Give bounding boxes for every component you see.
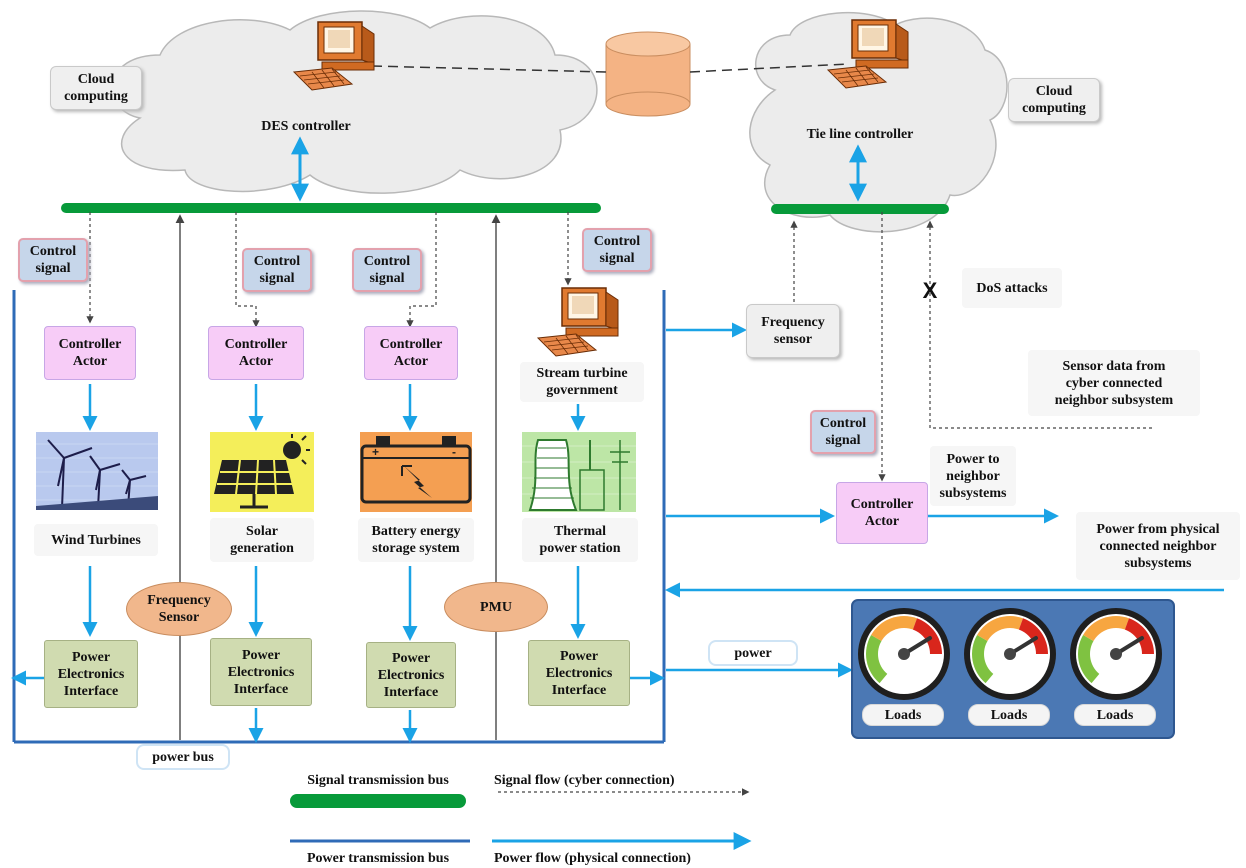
cloud-computing-label: Cloud computing [50,66,142,110]
pei-solar: Power Electronics Interface [210,638,312,706]
control-signal-badge: Control signal [18,238,88,282]
control-signal-badge: Control signal [810,410,876,454]
legend-power-bus-label: Power transmission bus [306,850,450,866]
legend-signal-flow-label: Signal flow (cyber connection) [494,772,675,788]
controller-actor-battery: Controller Actor [364,326,458,380]
cloud-right-shape [749,11,1008,233]
cloud-left-shape [111,10,598,194]
solar-generation-label: Solar generation [210,518,314,562]
thermal-station-label: Thermal power station [522,518,638,562]
computer-icon [537,287,619,357]
thermal-plant-image [522,432,636,512]
svg-text:-: - [452,445,456,459]
load-gauges [858,608,1162,700]
power-label: power [708,640,798,666]
battery-image: + - [360,432,472,512]
legend-signal-bus-swatch [290,794,466,808]
load-label: Loads [862,704,944,726]
power-from-neighbor-label: Power from physical connected neighbor s… [1076,512,1240,580]
controller-actor-wind: Controller Actor [44,326,136,380]
control-signal-badge: Control signal [352,248,422,292]
load-gauge-icon [1070,608,1162,700]
tie-line-controller-label: Tie line controller [806,126,914,142]
sensor-data-neighbor-label: Sensor data from cyber connected neighbo… [1028,350,1200,416]
load-label: Loads [968,704,1050,726]
stream-turbine-label: Stream turbine government [520,362,644,402]
svg-text:+: + [372,445,379,459]
pei-battery: Power Electronics Interface [366,642,456,708]
database-icon [605,31,691,117]
pmu-ellipse: PMU [444,582,548,632]
wind-turbine-image [36,432,158,510]
control-signal-badge: Control signal [582,228,652,272]
frequency-sensor-ellipse: Frequency Sensor [126,582,232,636]
dos-mark: X [922,277,938,303]
controller-actor-solar: Controller Actor [208,326,304,380]
controller-actor-neighbor: Controller Actor [836,482,928,544]
des-controller-label: DES controller [261,118,351,134]
pei-wind: Power Electronics Interface [44,640,138,708]
power-transmission-bus [12,290,666,744]
cloud-computing-label: Cloud computing [1008,78,1100,122]
solar-panel-image [210,432,314,512]
legend-power-flow-label: Power flow (physical connection) [494,850,691,866]
wind-turbines-label: Wind Turbines [34,524,158,556]
load-gauge-icon [858,608,950,700]
legend-signal-bus-label: Signal transmission bus [307,772,449,788]
power-bus-label: power bus [136,744,230,770]
power-to-neighbor-label: Power to neighbor subsystems [930,446,1016,506]
control-signal-badge: Control signal [242,248,312,292]
pei-thermal: Power Electronics Interface [528,640,630,706]
load-gauge-icon [964,608,1056,700]
dos-attacks-label: DoS attacks [962,268,1062,308]
battery-storage-label: Battery energy storage system [358,518,474,562]
load-label: Loads [1074,704,1156,726]
frequency-sensor-box: Frequency sensor [746,304,840,358]
